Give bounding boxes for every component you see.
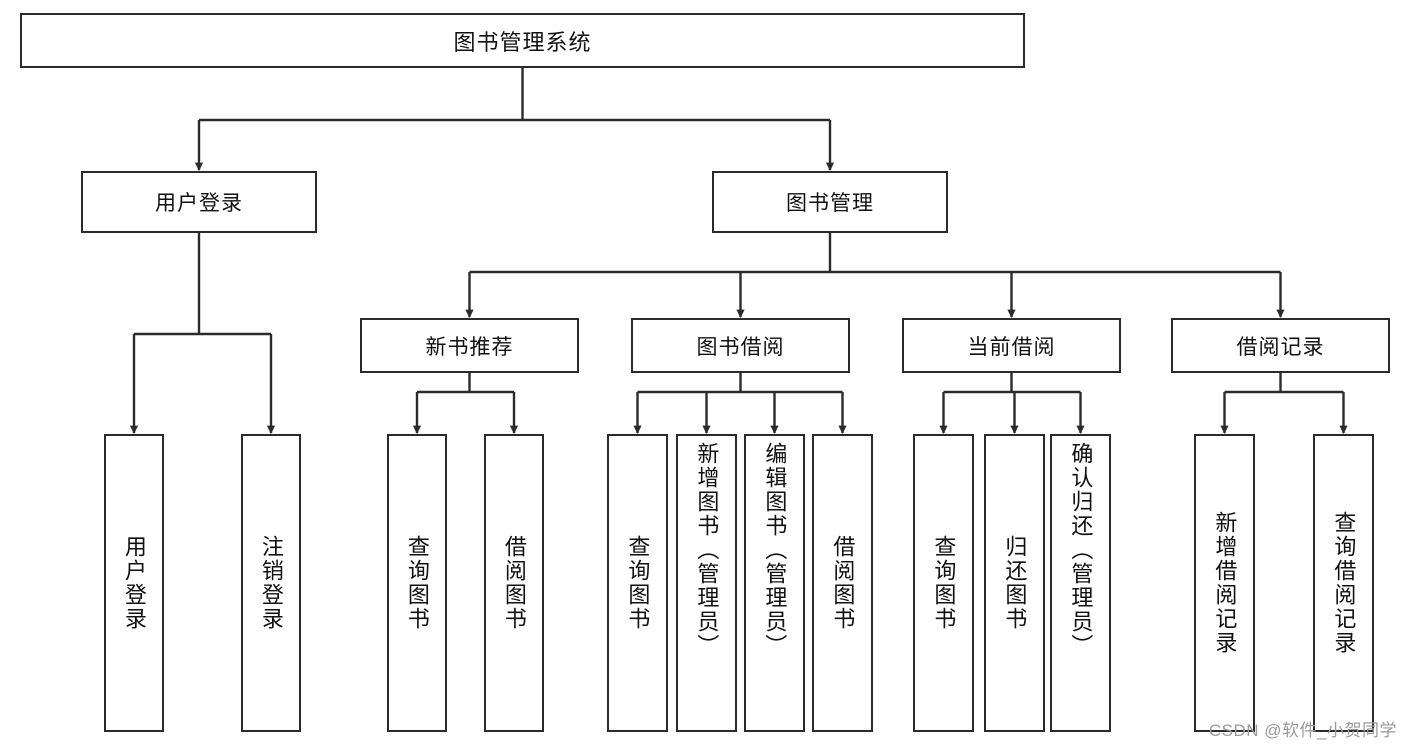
node-label: 借阅图书: [501, 535, 527, 631]
node-leaf-return-book[interactable]: 归还图书: [984, 434, 1045, 732]
node-book-manage[interactable]: 图书管理: [712, 171, 948, 233]
node-leaf-borrow-book-2[interactable]: 借阅图书: [812, 434, 873, 732]
node-label: 编辑图书（管理员）: [762, 442, 788, 658]
node-leaf-edit-book-admin[interactable]: 编辑图书（管理员）: [744, 434, 805, 732]
node-user-login[interactable]: 用户登录: [81, 171, 317, 233]
node-label: 查询图书: [625, 535, 651, 631]
node-label: 借阅记录: [1236, 335, 1325, 359]
node-label: 用户登录: [155, 192, 243, 215]
node-label: 确认归还（管理员）: [1068, 442, 1094, 658]
node-label: 用户登录: [121, 535, 147, 631]
node-leaf-add-book-admin[interactable]: 新增图书（管理员）: [676, 434, 737, 732]
node-leaf-user-login[interactable]: 用户登录: [104, 434, 164, 732]
node-leaf-query-book-3[interactable]: 查询图书: [913, 434, 974, 732]
node-label: 图书借阅: [696, 335, 785, 359]
node-label: 查询借阅记录: [1331, 511, 1357, 655]
node-root[interactable]: 图书管理系统: [20, 13, 1025, 68]
node-label: 当前借阅: [967, 335, 1056, 359]
node-label: 新增借阅记录: [1212, 511, 1238, 655]
node-borrow-record[interactable]: 借阅记录: [1171, 318, 1390, 373]
node-leaf-user-logout[interactable]: 注销登录: [241, 434, 301, 732]
csdn-watermark: CSDN @软件_小贺同学: [1208, 721, 1397, 740]
node-new-book-recommend[interactable]: 新书推荐: [360, 318, 579, 373]
node-label: 图书管理系统: [453, 29, 592, 55]
node-label: 借阅图书: [830, 535, 856, 631]
node-leaf-query-book-2[interactable]: 查询图书: [607, 434, 668, 732]
node-label: 查询图书: [404, 535, 430, 631]
node-label: 查询图书: [931, 535, 957, 631]
node-label: 注销登录: [258, 535, 284, 631]
node-current-borrow[interactable]: 当前借阅: [902, 318, 1121, 373]
node-leaf-borrow-book-1[interactable]: 借阅图书: [484, 434, 544, 732]
node-label: 新书推荐: [425, 335, 514, 359]
node-book-borrow[interactable]: 图书借阅: [631, 318, 850, 373]
node-label: 新增图书（管理员）: [694, 442, 720, 658]
node-leaf-query-book-1[interactable]: 查询图书: [387, 434, 447, 732]
node-label: 图书管理: [786, 192, 874, 215]
node-leaf-add-borrow-record[interactable]: 新增借阅记录: [1194, 434, 1255, 732]
node-leaf-confirm-return-admin[interactable]: 确认归还（管理员）: [1050, 434, 1111, 732]
node-leaf-query-borrow-record[interactable]: 查询借阅记录: [1313, 434, 1374, 732]
node-label: 归还图书: [1002, 535, 1028, 631]
